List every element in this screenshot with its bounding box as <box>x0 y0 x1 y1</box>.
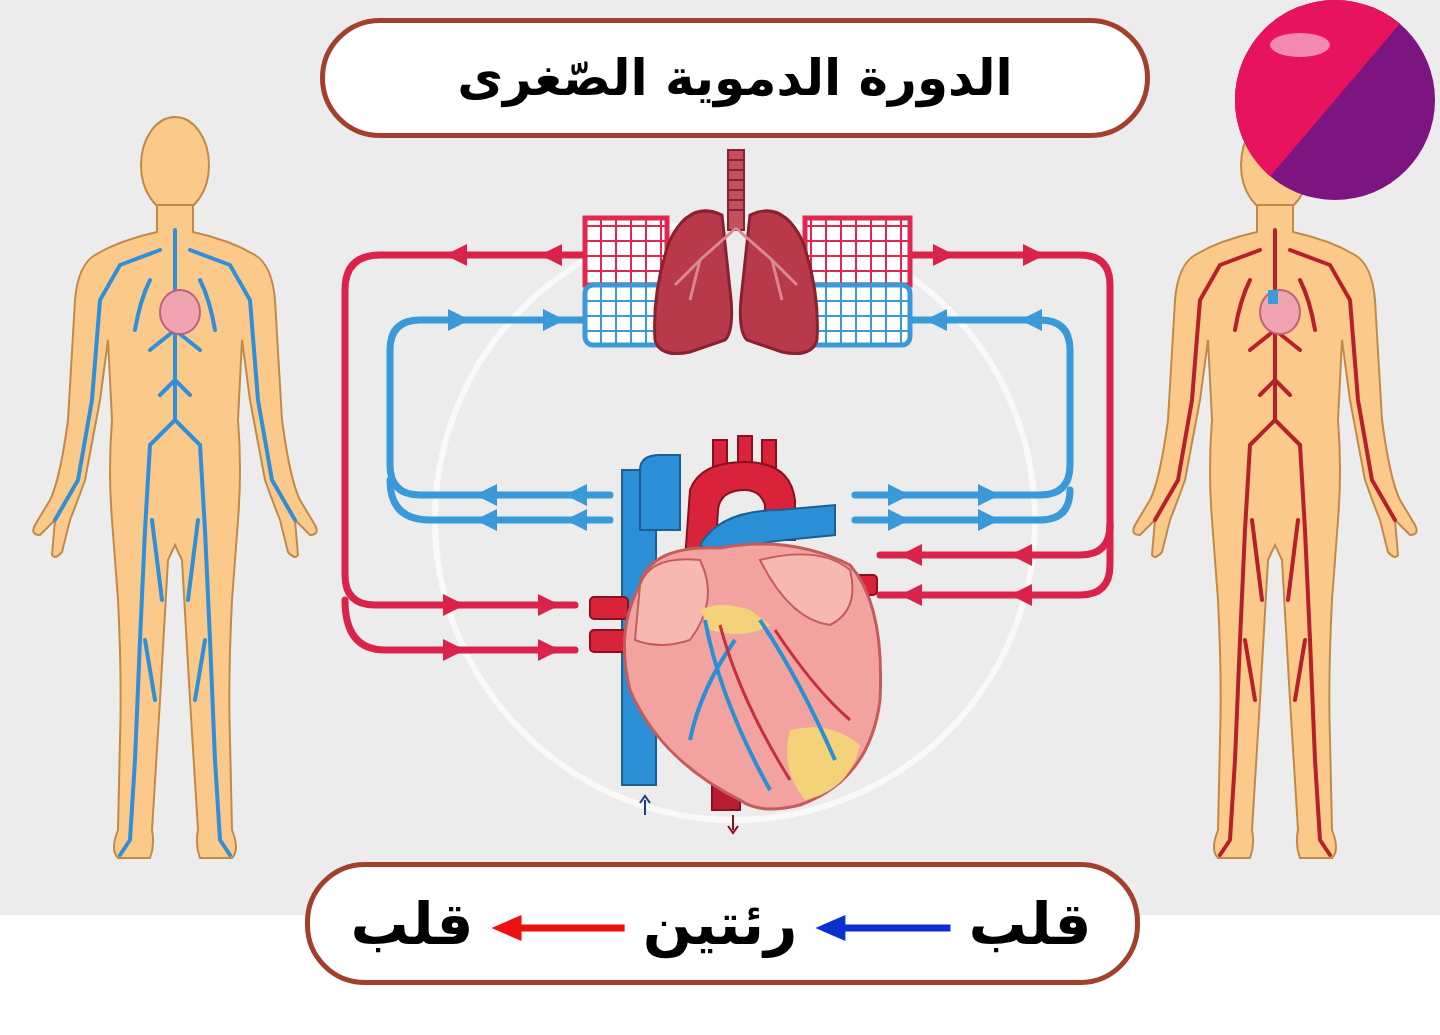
capillary-grid <box>805 218 910 285</box>
lungs <box>655 150 818 354</box>
flow-arrowheads <box>933 244 955 266</box>
flow-band <box>305 862 1140 985</box>
lungs <box>728 150 744 230</box>
node-label: قلب <box>968 888 1091 961</box>
artery-figure <box>1133 205 1416 858</box>
flow-arrowheads <box>978 484 1000 506</box>
flow-arrowheads <box>565 484 587 506</box>
heart <box>720 625 850 780</box>
node-label: رئتين <box>643 888 798 961</box>
logo <box>1235 0 1420 200</box>
heart <box>624 544 880 809</box>
heart <box>690 620 835 790</box>
artery-figure <box>1133 117 1416 858</box>
artery-figure <box>1260 290 1300 334</box>
heart <box>760 554 853 625</box>
vein-figure <box>33 117 316 858</box>
node-label: قلب <box>350 888 473 961</box>
heart <box>700 605 770 634</box>
arrow-shaft <box>839 925 950 932</box>
flow-arrowheads <box>443 594 465 616</box>
flow-arrowheads <box>925 309 947 331</box>
flow-arrowheads <box>888 509 910 531</box>
heart <box>590 436 881 833</box>
flow-arrowheads <box>538 594 560 616</box>
logo <box>1235 0 1435 200</box>
flow-arrowheads <box>888 484 910 506</box>
arrow-shaft <box>516 925 625 932</box>
heart <box>635 559 708 645</box>
flow-arrowheads <box>1020 309 1042 331</box>
artery-figure <box>1155 230 1395 855</box>
circulation-loops <box>880 255 1110 595</box>
flow-arrowheads <box>1010 544 1032 566</box>
vein-figure <box>33 205 316 858</box>
logo <box>1235 0 1435 200</box>
flow-arrow <box>815 915 950 941</box>
flow-arrowheads <box>900 544 922 566</box>
heart <box>590 597 628 619</box>
heart <box>640 455 680 530</box>
flow-arrowheads <box>445 244 467 266</box>
flow-arrowheads <box>448 309 1042 531</box>
logo <box>1235 0 1435 200</box>
arrow-head <box>815 915 845 941</box>
heart <box>590 630 628 652</box>
flow-arrowheads <box>448 309 470 331</box>
title-text: الدورة الدموية الصّغرى <box>457 49 1013 107</box>
flow-arrowheads <box>1010 584 1032 606</box>
flow-arrowheads <box>1023 244 1045 266</box>
flow-arrowheads <box>565 509 587 531</box>
flow-arrowheads <box>900 584 922 606</box>
circulation-loops <box>390 320 610 495</box>
vein-figure <box>55 230 295 855</box>
lungs <box>728 160 744 210</box>
heart <box>640 796 650 815</box>
flow-arrowheads <box>475 484 497 506</box>
vein-figure <box>160 290 200 334</box>
flow-node: قلب <box>344 884 479 965</box>
flow-arrowheads <box>978 509 1000 531</box>
flow-node: رئتين <box>637 884 804 965</box>
vein-figure <box>141 117 209 213</box>
flow-arrowheads <box>443 639 465 661</box>
heart <box>728 815 738 833</box>
flow-arrowheads <box>475 509 497 531</box>
arrow-head <box>492 915 522 941</box>
artery-figure <box>1268 290 1278 304</box>
flow-arrow <box>492 915 625 941</box>
flow-arrowheads <box>538 639 560 661</box>
lungs <box>675 228 797 300</box>
logo <box>1270 33 1330 57</box>
flow-node: قلب <box>962 884 1097 965</box>
circulation-loops <box>855 490 1070 520</box>
capillary-grid <box>585 218 667 285</box>
flow-arrowheads <box>543 309 565 331</box>
capillary-grid <box>805 285 910 345</box>
title-box: الدورة الدموية الصّغرى <box>320 18 1150 138</box>
circulation-loops <box>345 255 585 605</box>
flow-arrowheads <box>540 244 562 266</box>
